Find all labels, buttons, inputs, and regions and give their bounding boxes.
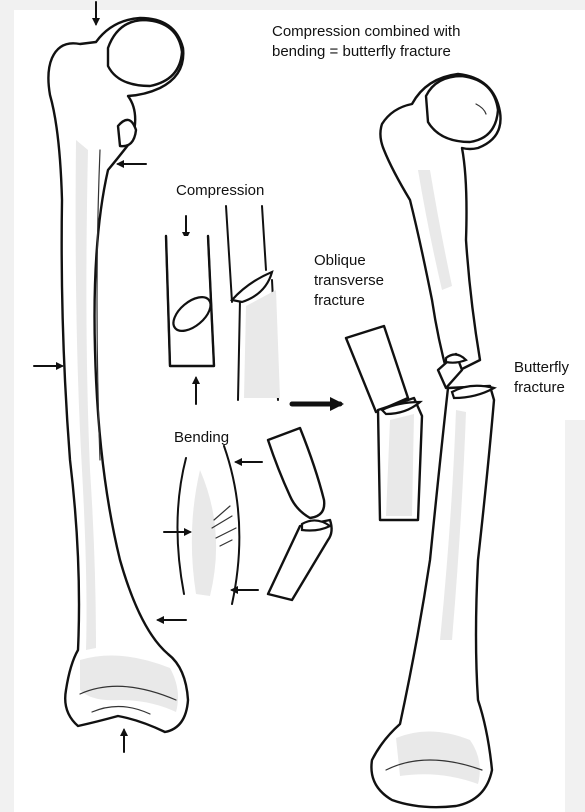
left-femur bbox=[48, 18, 188, 732]
compression-illustration bbox=[166, 206, 280, 404]
oblique-fracture-illustration bbox=[346, 326, 422, 520]
oblique-label-line-3: fracture bbox=[314, 291, 365, 310]
butterfly-label-line-1: Butterfly bbox=[514, 358, 569, 377]
title-line-2: bending = butterfly fracture bbox=[272, 42, 451, 61]
title-line-1: Compression combined with bbox=[272, 22, 460, 41]
bending-label: Bending bbox=[174, 428, 229, 447]
butterfly-label-line-2: fracture bbox=[514, 378, 565, 397]
bending-illustration bbox=[164, 428, 332, 604]
oblique-label-line-2: transverse bbox=[314, 271, 384, 290]
compression-label: Compression bbox=[176, 181, 264, 200]
oblique-label-line-1: Oblique bbox=[314, 251, 366, 270]
